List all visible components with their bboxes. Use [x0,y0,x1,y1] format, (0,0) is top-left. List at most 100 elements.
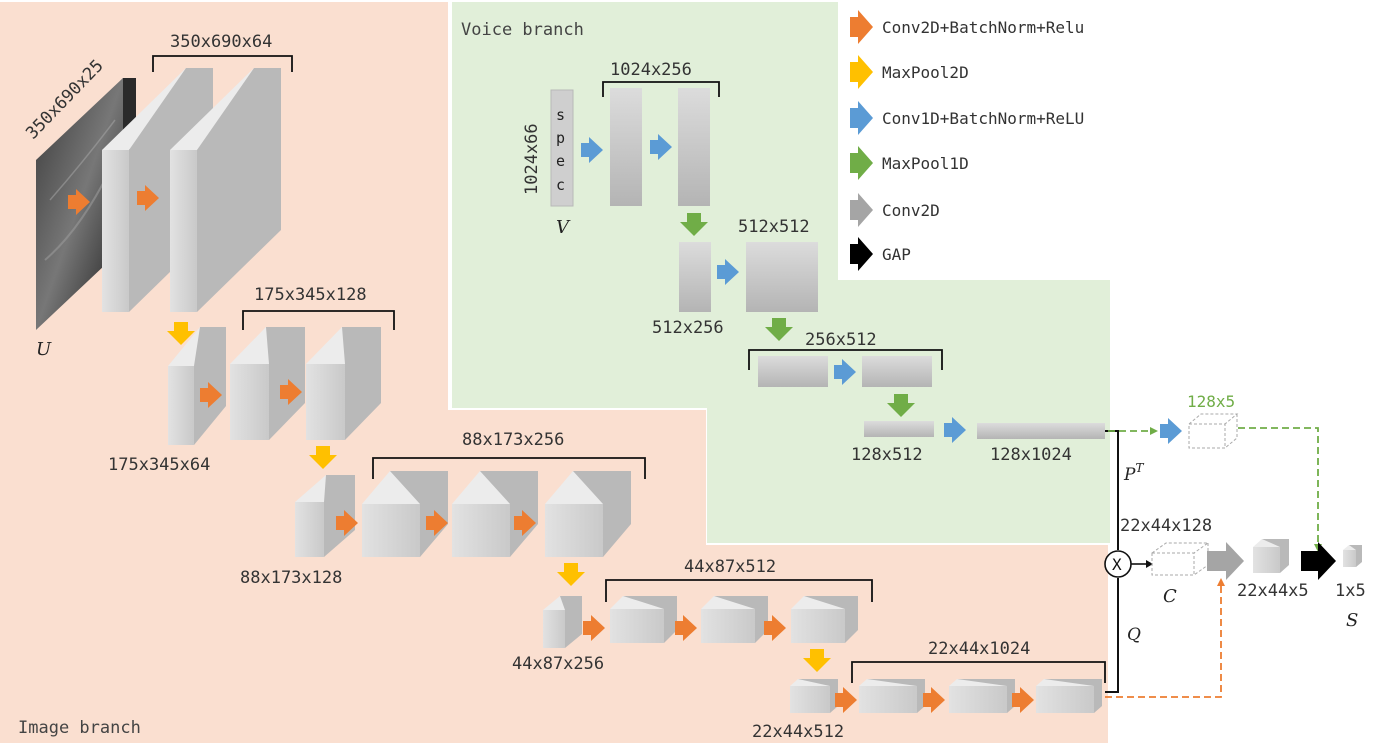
q-label: Q [1127,625,1141,645]
maxpool1d-arrow-icon [887,394,915,417]
feature-block-stage5d [1036,679,1102,713]
conv-arrow-icon [68,189,90,215]
spec-letter: c [556,176,565,194]
maxpool-arrow-icon [309,446,337,469]
pt-label: PT [1123,461,1144,485]
spec-letter: p [556,129,565,147]
maxpool-arrow-icon [803,649,831,672]
legend-item-conv1d-bn-relu: Conv1D+BatchNorm+ReLU [850,101,1084,135]
c-symbol: C [1163,586,1177,607]
spec-letter: e [556,152,565,170]
output-symbol-s: S [1346,610,1358,631]
conv-arrow-icon [200,382,222,408]
legend-label: Conv2D [882,201,940,220]
feature-block-stage5a [790,679,838,713]
conv-arrow-icon [764,615,786,641]
input-symbol-u: U [36,339,52,360]
feature-block-stage5c [949,679,1015,713]
bracket [152,55,293,72]
voice-conv-bar-1a [610,88,642,206]
conv-arrow-icon [426,510,448,536]
image-branch-title: Image branch [18,718,141,738]
bracket [602,81,720,97]
voice-pool-bar-2a [758,356,828,387]
feature-block-stage4a [543,596,582,648]
legend-label: MaxPool1D [882,154,969,173]
conv-output-cube [1253,539,1289,573]
legend-label: Conv2D+BatchNorm+Relu [882,18,1084,37]
maxpool1d-arrow-icon [765,318,793,341]
voice-pool1-dim-label: 512x256 [652,318,724,338]
legend-item-conv2d-bn-relu: Conv2D+BatchNorm+Relu [850,10,1084,44]
voice-final-dim-label: 128x1024 [990,445,1072,465]
q-connector-line [1105,578,1119,693]
voice-pool2-dim-label: 256x512 [805,330,877,350]
bracket [605,579,873,602]
arrow-head [1217,578,1225,586]
conv-arrow-icon [137,185,159,211]
conv-arrow-icon [675,615,697,641]
legend-label: MaxPool2D [882,63,969,82]
c-tensor-dashed-cube [1151,542,1210,576]
voice-conv-bar-2 [746,242,818,312]
yellow-arrow-icon [850,55,873,89]
maxpool1d-arrow-icon [680,213,708,236]
conv1d-arrow-icon [944,417,966,443]
conv-arrow-icon [923,687,945,713]
legend: Conv2D+BatchNorm+Relu MaxPool2D Conv1D+B… [850,10,1084,271]
image-skip-line [1105,584,1222,698]
conv-arrow-icon [1012,687,1034,713]
bracket [851,661,1106,683]
voice-projection-dim-label: 128x5 [1187,392,1235,411]
maxpool-arrow-icon [167,322,195,345]
legend-item-conv2d: Conv2D [850,193,940,227]
voice-pool-bar-1 [679,242,711,312]
stage4-dim-label: 44x87x512 [684,557,776,577]
blue-arrow-icon [850,101,873,135]
projection-to-output-line [1238,427,1319,545]
c-dim-label: 22x44x128 [1120,516,1212,536]
voice-pool3-dim-label: 128x512 [851,445,923,465]
maxpool-arrow-icon [557,563,585,586]
stage5-first-dim-label: 22x44x512 [752,722,844,742]
conv1d-arrow-icon [1160,418,1182,444]
feature-block-stage5b [859,679,925,713]
feature-block-stage2c [306,327,381,440]
feature-block-stage3b [362,471,448,557]
stage2-first-dim-label: 175x345x64 [108,455,210,475]
conv2d-arrow-icon [1207,542,1244,580]
arrow-head [1146,560,1153,568]
stage1-dim-label: 350x690x64 [170,32,272,52]
feature-block-stage3c [452,471,538,557]
spectrogram-input-v [550,89,574,207]
feature-block-stage4b [610,596,677,643]
green-arrow-icon [850,146,873,180]
voice-conv2-dim-label: 512x512 [738,217,810,237]
feature-block-stage1b [170,68,281,312]
voice-input-dim-label: 1024x66 [522,123,542,195]
stage2-dim-label: 175x345x128 [254,285,367,305]
arrow-head [1150,427,1158,435]
output-cube-s [1343,545,1362,567]
conv-output-dim-label: 22x44x5 [1237,581,1309,601]
legend-item-gap: GAP [850,237,911,271]
stage5-dim-label: 22x44x1024 [928,639,1030,659]
projection-dashed-cube [1188,413,1239,449]
conv1d-arrow-icon [581,137,603,163]
multiply-symbol: X [1112,555,1122,574]
voice-pool-bar-3 [864,421,934,437]
legend-label: Conv1D+BatchNorm+ReLU [882,109,1084,128]
voice-conv-bar-1b [678,88,710,206]
output-dim-label: 1x5 [1335,581,1366,601]
input-symbol-v: V [556,217,571,238]
feature-block-stage4d [791,596,858,643]
feature-block-stage4c [701,596,768,643]
conv1d-arrow-icon [834,359,856,385]
gray-arrow-icon [850,193,873,227]
feature-block-stage2b [230,327,305,440]
conv1d-arrow-icon [717,259,739,285]
legend-item-maxpool1d: MaxPool1D [850,146,969,180]
legend-label: GAP [882,245,911,264]
